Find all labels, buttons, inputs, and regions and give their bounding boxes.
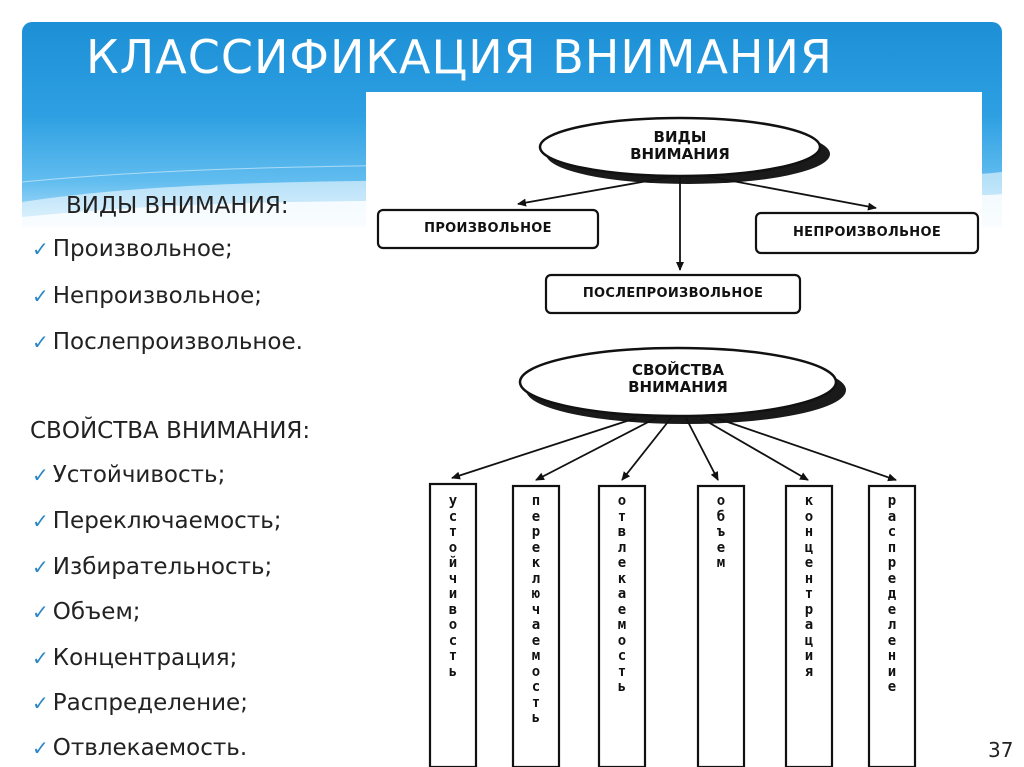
list-item-label: Концентрация; xyxy=(52,645,238,671)
list-item: ✓Произвольное; xyxy=(32,236,233,262)
voluntary-label: ПРОИЗВОЛЬНОЕ xyxy=(424,221,552,236)
checkmark-icon: ✓ xyxy=(32,237,49,261)
checkmark-icon: ✓ xyxy=(32,555,49,579)
list-item: ✓Послепроизвольное. xyxy=(32,329,303,355)
checkmark-icon: ✓ xyxy=(32,284,49,308)
checkmark-icon: ✓ xyxy=(32,646,49,670)
arrow-column xyxy=(621,417,672,481)
types-node-label: ВИДЫ ВНИМАНИЯ xyxy=(590,129,770,163)
arrow-column xyxy=(451,417,637,480)
arrow-involuntary xyxy=(705,175,877,211)
column-box xyxy=(867,484,917,767)
checkmark-icon: ✓ xyxy=(32,509,49,533)
arrow-column xyxy=(715,417,897,482)
props-node-label: СВОЙСТВА ВНИМАНИЯ xyxy=(588,362,768,396)
column-box xyxy=(696,484,746,767)
checkmark-icon: ✓ xyxy=(32,600,49,624)
list-item-label: Устойчивость; xyxy=(52,462,226,488)
types-node-line1: ВИДЫ xyxy=(653,128,707,146)
list-item: ✓Переключаемость; xyxy=(32,508,282,534)
list-item-label: Непроизвольное; xyxy=(52,283,262,309)
arrow-voluntary xyxy=(517,175,677,207)
checkmark-icon: ✓ xyxy=(32,463,49,487)
list-item-label: Произвольное; xyxy=(52,236,233,262)
props-heading: СВОЙСТВА ВНИМАНИЯ: xyxy=(30,418,311,444)
list-item: ✓Концентрация; xyxy=(32,645,237,671)
list-item-label: Послепроизвольное. xyxy=(52,329,303,355)
column-box xyxy=(597,484,647,767)
column-box xyxy=(784,484,834,767)
list-item: ✓Распределение; xyxy=(32,690,248,716)
arrow-column xyxy=(700,417,809,481)
postvoluntary-label: ПОСЛЕПРОИЗВОЛЬНОЕ xyxy=(582,286,764,301)
slide-title: КЛАССИФИКАЦИЯ ВНИМАНИЯ xyxy=(86,30,833,84)
diagram-shapes xyxy=(376,116,980,767)
list-item-label: Распределение; xyxy=(52,690,248,716)
list-item: ✓Объем; xyxy=(32,599,141,625)
voluntary-box xyxy=(376,208,600,250)
arrow-column xyxy=(685,417,719,481)
column-box xyxy=(428,482,478,767)
props-node-line2: ВНИМАНИЯ xyxy=(628,378,728,396)
list-item-label: Объем; xyxy=(52,599,141,625)
page-number: 37 xyxy=(988,738,1014,762)
checkmark-icon: ✓ xyxy=(32,330,49,354)
props-node-line1: СВОЙСТВА xyxy=(631,361,725,379)
list-item: ✓Избирательность; xyxy=(32,554,272,580)
diagram-panel: ВИДЫ ВНИМАНИЯ ПРОИЗВОЛЬНОЕ НЕПРОИЗВОЛЬНО… xyxy=(366,92,982,767)
list-item: ✓Отвлекаемость. xyxy=(32,735,247,761)
list-item: ✓Устойчивость; xyxy=(32,462,225,488)
checkmark-icon: ✓ xyxy=(32,736,49,760)
checkmark-icon: ✓ xyxy=(32,691,49,715)
list-item-label: Переключаемость; xyxy=(52,508,282,534)
column-box xyxy=(511,484,561,767)
list-item: ✓Непроизвольное; xyxy=(32,283,262,309)
involuntary-label: НЕПРОИЗВОЛЬНОЕ xyxy=(792,225,941,240)
arrow-column xyxy=(535,417,657,481)
left-text-list: ВИДЫ ВНИМАНИЯ: ✓Произвольное; ✓Непроизво… xyxy=(0,0,380,767)
types-node-line2: ВНИМАНИЯ xyxy=(630,145,730,163)
list-item-label: Избирательность; xyxy=(52,554,273,580)
types-heading: ВИДЫ ВНИМАНИЯ: xyxy=(66,193,289,219)
list-item-label: Отвлекаемость. xyxy=(52,735,248,761)
props-node xyxy=(518,346,838,418)
involuntary-box xyxy=(754,211,980,255)
postvoluntary-box xyxy=(544,273,802,315)
